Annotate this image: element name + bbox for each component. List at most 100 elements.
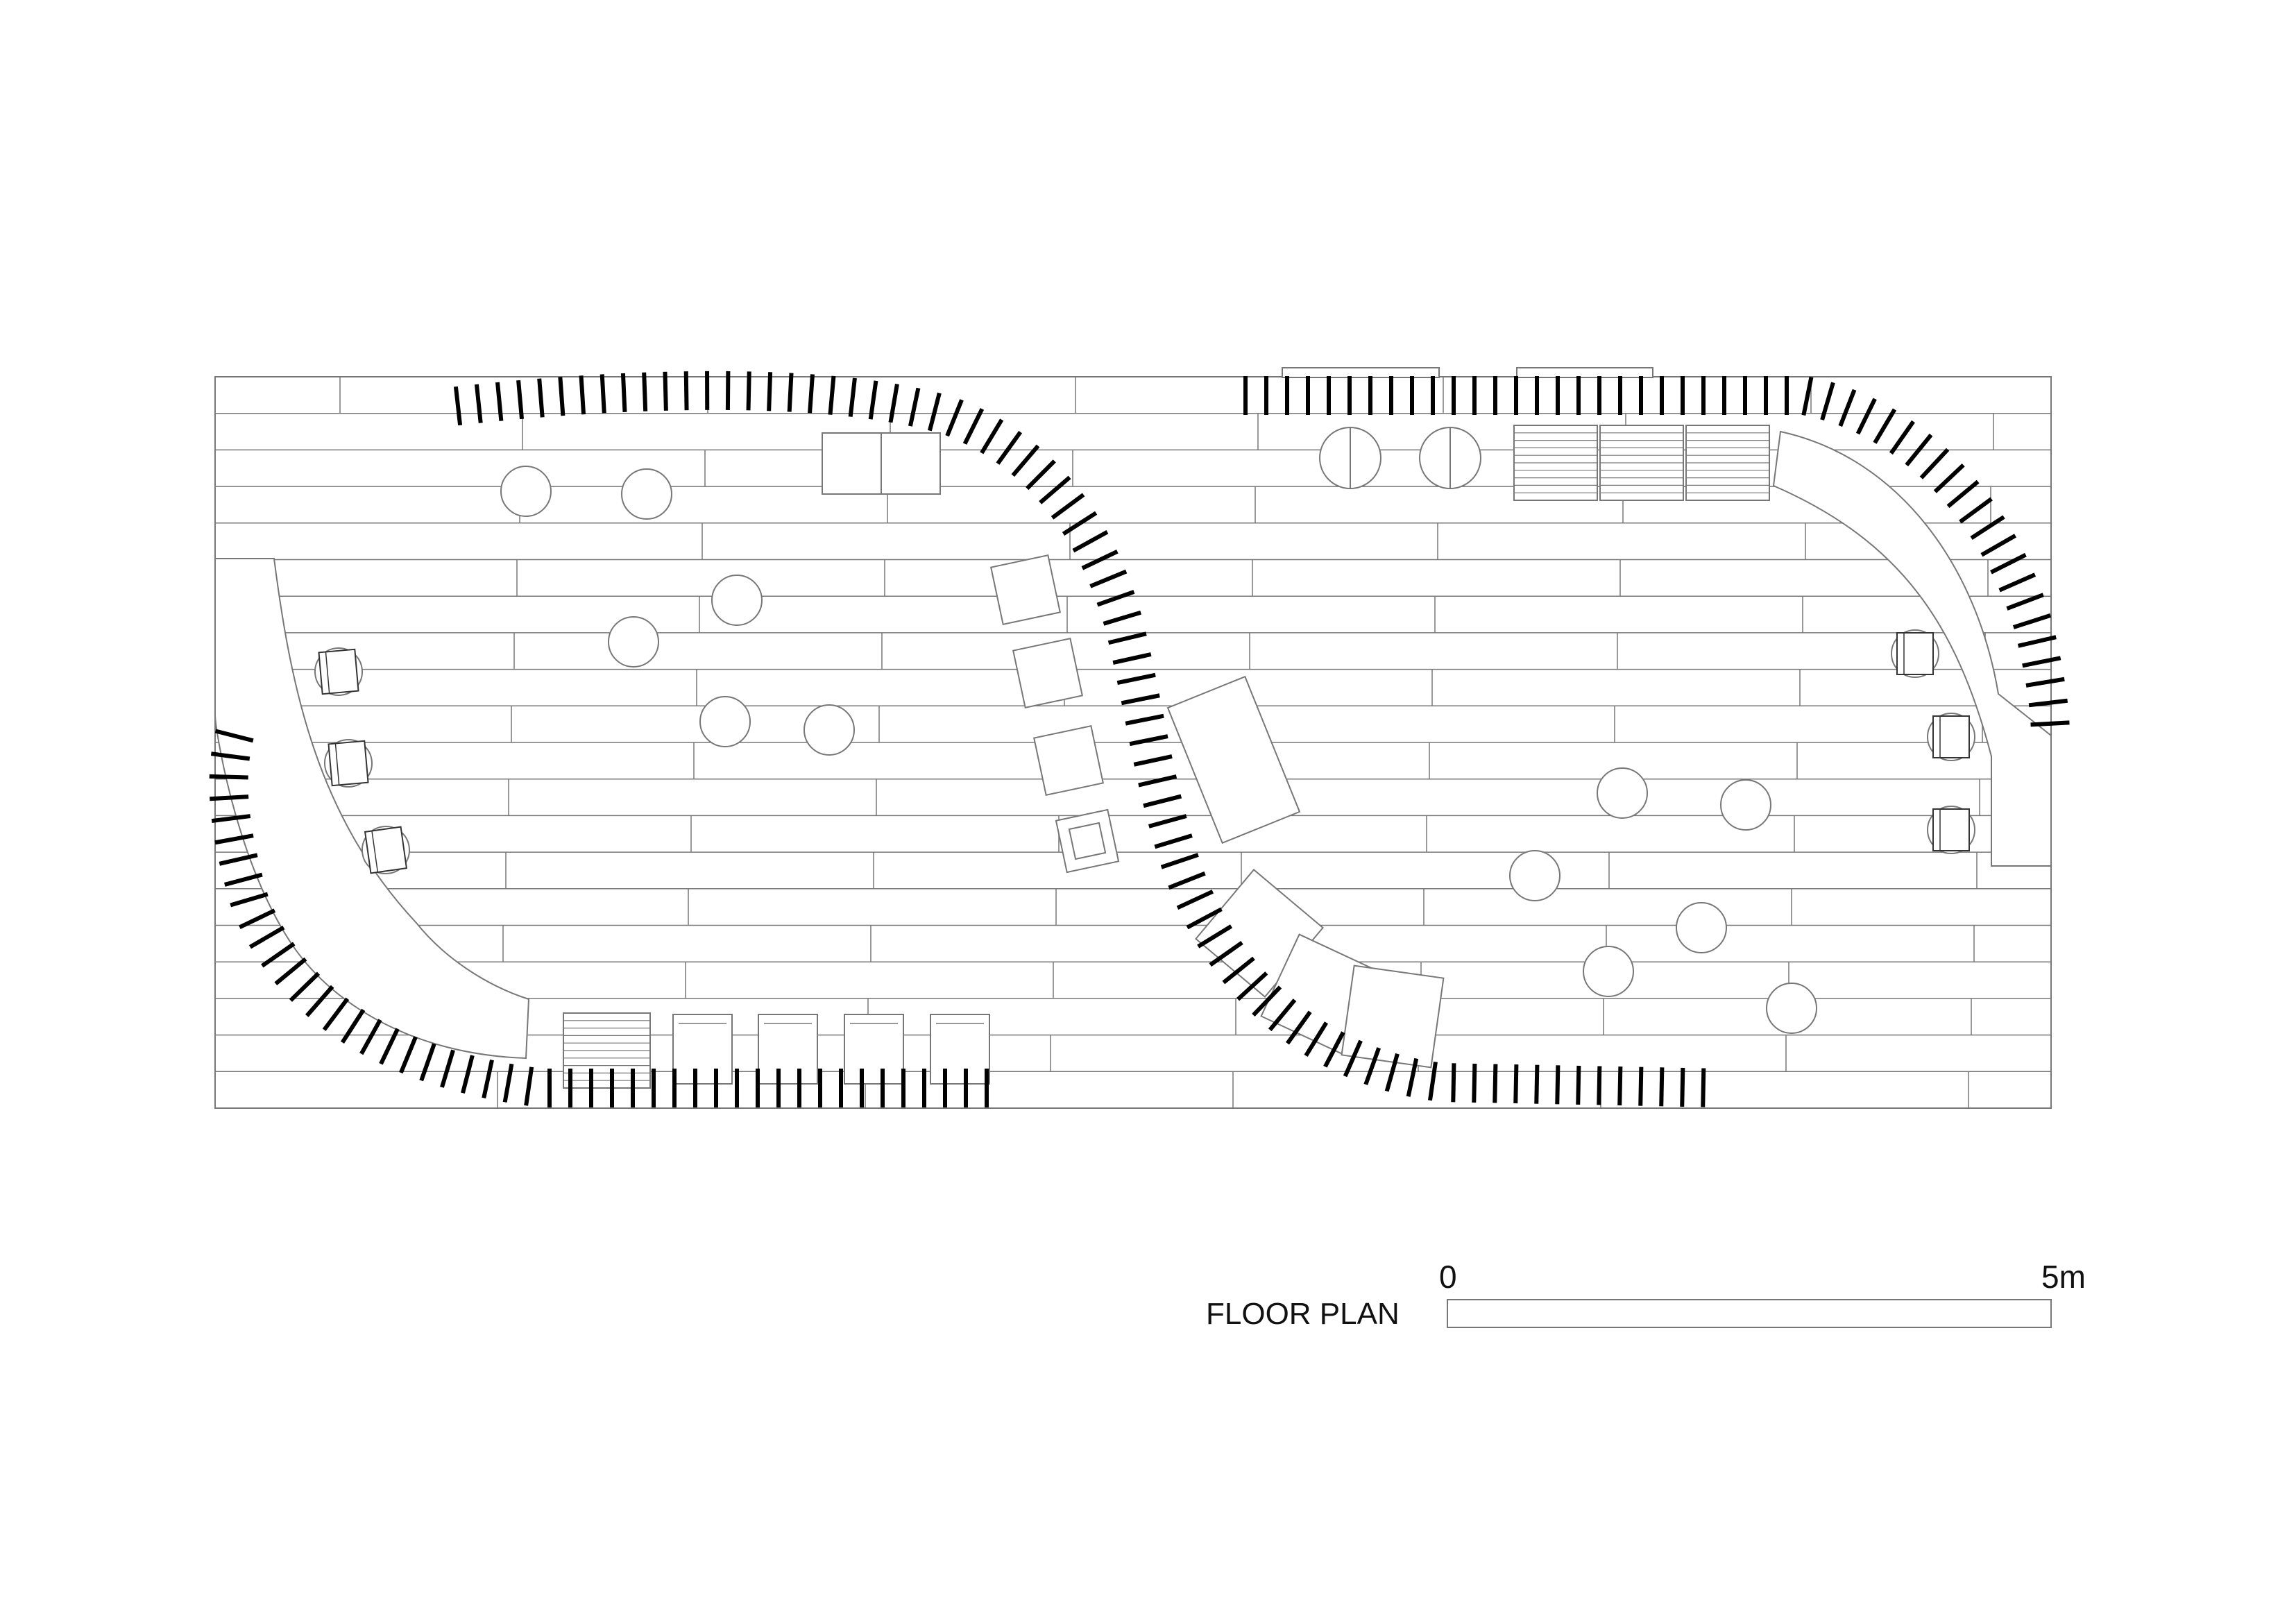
fin [2028, 698, 2068, 708]
round-stool [1583, 946, 1634, 997]
chair-seat [364, 826, 408, 874]
fin [1176, 890, 1214, 910]
round-stool [500, 466, 552, 517]
furniture [314, 367, 1975, 1089]
chair-back [334, 743, 340, 785]
scale-label-start: 0 [1439, 1259, 1457, 1295]
fin [1998, 572, 2036, 593]
fin [1343, 1039, 1363, 1078]
fin [1209, 940, 1243, 967]
fin [1222, 956, 1255, 985]
fin [474, 384, 483, 423]
fin [1072, 529, 1109, 553]
fin [808, 374, 815, 414]
chair-seat [1932, 808, 1970, 851]
fin [1838, 389, 1857, 427]
fin [579, 375, 586, 415]
fin [1186, 907, 1223, 930]
fin [1933, 464, 1965, 493]
fin [1304, 1021, 1329, 1057]
fin [2030, 720, 2070, 727]
round-stool [1720, 779, 1771, 831]
fin [2017, 635, 2057, 648]
fin [1323, 1031, 1345, 1068]
fin [1039, 475, 1071, 504]
fin [322, 997, 350, 1031]
fin [1919, 448, 1950, 479]
fin [1197, 924, 1233, 949]
chair-seat [1932, 715, 1970, 758]
fin [683, 371, 689, 411]
fin [1534, 1064, 1540, 1104]
entrance-frame [1516, 367, 1653, 378]
fin [1990, 552, 2027, 575]
fin [1026, 459, 1056, 491]
chair-back [325, 652, 330, 694]
fin [305, 985, 334, 1017]
fin [1096, 590, 1135, 607]
fin [419, 1043, 436, 1082]
fin [1252, 985, 1282, 1017]
fin [828, 375, 836, 415]
fin [482, 1059, 494, 1099]
fin [1801, 376, 1814, 416]
fin [908, 387, 921, 427]
fin [848, 377, 857, 417]
fin [1051, 493, 1085, 520]
display-case [758, 1014, 818, 1085]
fin [1946, 479, 1980, 509]
fin [1286, 1010, 1312, 1045]
fin [1855, 398, 1877, 435]
round-stool [621, 468, 672, 520]
fin [289, 971, 321, 1002]
fin [461, 1055, 475, 1094]
fin [1638, 1067, 1644, 1106]
chair [324, 739, 373, 788]
chair [1927, 713, 1975, 761]
fin [642, 372, 648, 411]
fin [340, 1008, 366, 1044]
round-stool [1597, 767, 1648, 819]
counter-left [214, 558, 530, 1060]
chair-back [371, 831, 379, 873]
fin [787, 373, 794, 412]
fin [1363, 1047, 1381, 1085]
chair-seat [318, 648, 359, 695]
fin [1889, 420, 1915, 455]
round-stool [699, 696, 751, 747]
counter-right [1772, 430, 2052, 867]
fin [1129, 734, 1168, 747]
fin [379, 1028, 400, 1065]
chair [362, 826, 410, 874]
fin [1236, 971, 1268, 1001]
fin [1160, 853, 1199, 869]
fin [1513, 1064, 1519, 1104]
fin [1121, 693, 1160, 706]
round-stool [608, 616, 659, 668]
fin [767, 372, 773, 411]
fin [1168, 871, 1206, 890]
fin [1980, 534, 2016, 557]
fin [1617, 1067, 1623, 1106]
fin [261, 942, 296, 968]
fin [1138, 774, 1177, 788]
fin [495, 382, 504, 421]
fin [516, 380, 524, 420]
fin [210, 794, 249, 801]
fin [239, 908, 276, 930]
round-stool [1676, 902, 1727, 953]
fin [980, 418, 1004, 454]
fin [1959, 497, 1993, 524]
display-box [989, 554, 1062, 626]
entrance-frame [1282, 367, 1440, 378]
chair [314, 647, 363, 696]
chair-seat [1896, 632, 1934, 675]
display-counter [1341, 965, 1445, 1069]
fin [1970, 515, 2005, 540]
scale-bar [1447, 1299, 2052, 1328]
display-case [672, 1014, 733, 1085]
fin [1384, 1053, 1400, 1092]
fin [1103, 610, 1141, 626]
fin [453, 386, 463, 426]
